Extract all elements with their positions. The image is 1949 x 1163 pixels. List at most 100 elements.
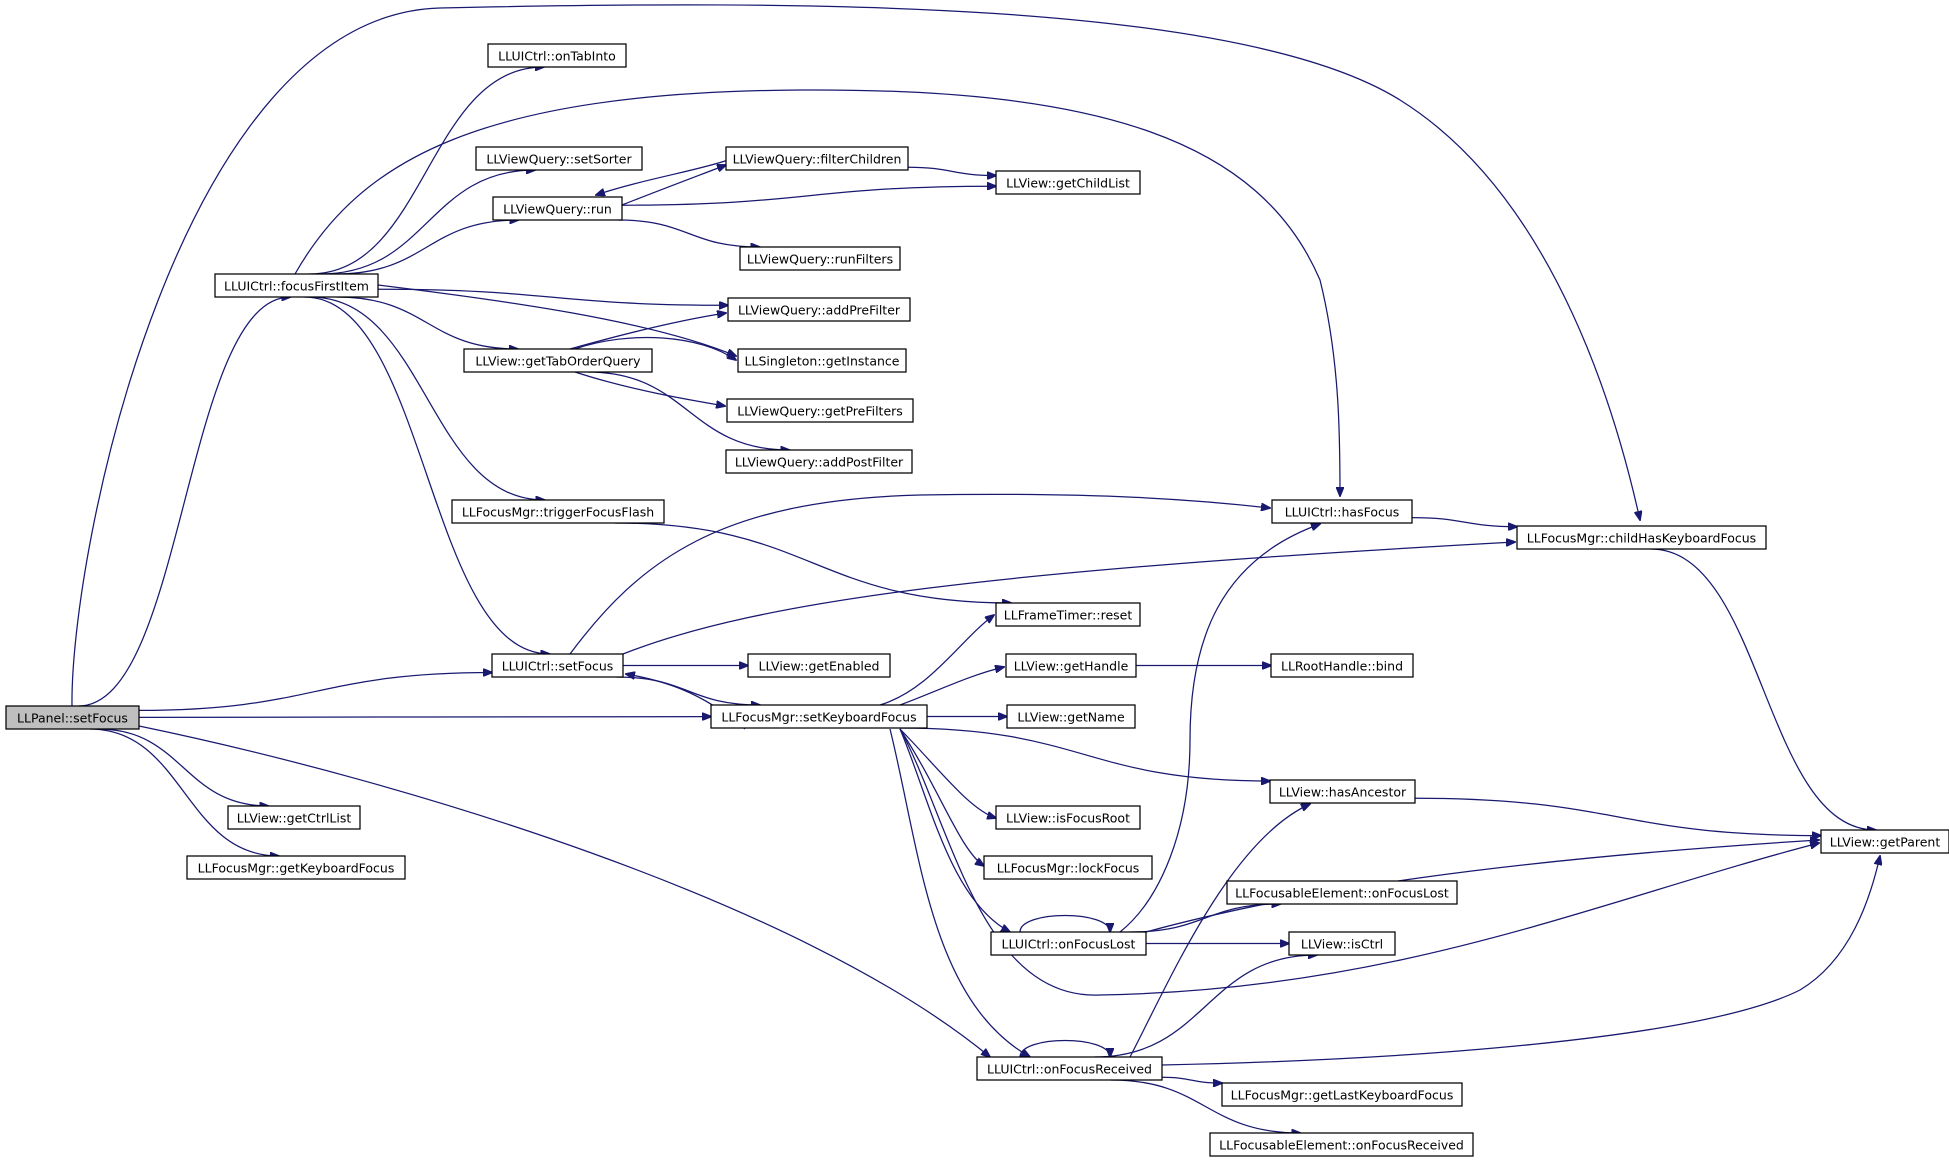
function-node-focusfirstitem[interactable]: LLUICtrl::focusFirstItem [214, 273, 379, 298]
function-node-run[interactable]: LLViewQuery::run [492, 196, 623, 221]
node-box [451, 499, 665, 524]
node-box [1271, 499, 1413, 524]
node-label: LLFocusMgr::setKeyboardFocus [721, 710, 916, 725]
function-node-getchildlist[interactable]: LLView::getChildList [995, 170, 1141, 195]
function-node-elem-onfocusreceived[interactable]: LLFocusableElement::onFocusReceived [1209, 1132, 1474, 1157]
call-edge-focusfirstitem-to-triggerfocusflash [309, 296, 545, 500]
node-label: LLSingleton::getInstance [745, 354, 900, 369]
call-edge-setfocus_panel-to-setfocus_ctrl [138, 673, 492, 712]
function-node-addprefilter[interactable]: LLViewQuery::addPreFilter [727, 297, 911, 322]
call-edge-focusfirstitem-to-run [335, 220, 519, 275]
function-node-addpostfilter[interactable]: LLViewQuery::addPostFilter [725, 449, 913, 474]
function-node-isctrl[interactable]: LLView::isCtrl [1288, 931, 1396, 956]
function-node-getparent[interactable]: LLView::getParent [1820, 829, 1949, 854]
function-node-childhaskeyboardfocus[interactable]: LLFocusMgr::childHasKeyboardFocus [1516, 525, 1767, 550]
call-edge-onfocusreceived-to-hasancestor [1129, 804, 1310, 1058]
node-label: LLViewQuery::addPreFilter [738, 303, 901, 318]
node-box [1270, 653, 1414, 678]
function-node-runfilters[interactable]: LLViewQuery::runFilters [739, 246, 901, 271]
node-box [475, 146, 643, 171]
node-box [725, 449, 913, 474]
call-edge-focusfirstitem-to-gettaborderquery [336, 296, 518, 349]
node-box [995, 170, 1141, 195]
node-label: LLView::isFocusRoot [1006, 811, 1130, 826]
call-edge-focusfirstitem-to-ontabinto [309, 67, 545, 275]
call-edge-onfocuslost-to-hasfocus [1119, 524, 1320, 933]
function-node-gethandle[interactable]: LLView::getHandle [1005, 653, 1137, 678]
function-node-triggerfocusflash[interactable]: LLFocusMgr::triggerFocusFlash [451, 499, 665, 524]
node-box [463, 348, 653, 373]
function-node-getctrllist[interactable]: LLView::getCtrlList [227, 805, 361, 830]
function-node-hasancestor[interactable]: LLView::hasAncestor [1269, 779, 1416, 804]
call-edge-setfocus_ctrl-to-childhaskeyboardfocus [622, 542, 1515, 655]
function-node-elem-onfocuslost[interactable]: LLFocusableElement::onFocusLost [1226, 880, 1458, 905]
call-edge-setfocus_ctrl-to-setkeyboardfocus [616, 676, 761, 705]
node-label: LLViewQuery::runFilters [747, 252, 893, 267]
function-node-gettaborderquery[interactable]: LLView::getTabOrderQuery [463, 348, 653, 373]
node-box [747, 653, 891, 678]
node-label: LLPanel::setFocus [17, 711, 128, 726]
node-label: LLViewQuery::addPostFilter [735, 455, 904, 470]
node-box [739, 246, 901, 271]
node-box [710, 704, 928, 729]
node-label: LLFocusMgr::lockFocus [997, 861, 1140, 876]
node-label: LLFocusableElement::onFocusReceived [1219, 1138, 1464, 1153]
function-node-lockfocus[interactable]: LLFocusMgr::lockFocus [983, 855, 1153, 880]
node-label: LLUICtrl::onFocusReceived [987, 1062, 1152, 1077]
call-edge-focusfirstitem-to-getinstance [377, 284, 736, 356]
call-edge-childhaskeyboardfocus-to-getparent [1650, 548, 1876, 830]
node-box [737, 348, 907, 373]
function-node-getenabled[interactable]: LLView::getEnabled [747, 653, 891, 678]
node-label: LLRootHandle::bind [1281, 659, 1403, 674]
node-label: LLView::getChildList [1006, 176, 1130, 191]
function-node-getkeyboardfocus[interactable]: LLFocusMgr::getKeyboardFocus [186, 855, 406, 880]
node-box [492, 196, 623, 221]
function-node-setfocus-panel[interactable]: LLPanel::setFocus [5, 705, 140, 730]
function-node-getlastkeyboardfocus[interactable]: LLFocusMgr::getLastKeyboardFocus [1221, 1082, 1463, 1107]
call-edge-hasancestor-to-getparent [1414, 797, 1821, 835]
node-label: LLUICtrl::focusFirstItem [224, 279, 369, 294]
function-node-getprefilters[interactable]: LLViewQuery::getPreFilters [726, 398, 914, 423]
node-box [227, 805, 361, 830]
function-node-bind[interactable]: LLRootHandle::bind [1270, 653, 1414, 678]
call-edge-setfocus_panel-to-setkeyboardfocus [138, 717, 711, 718]
function-node-reset[interactable]: LLFrameTimer::reset [995, 602, 1141, 627]
function-node-ontabinto[interactable]: LLUICtrl::onTabInto [487, 43, 627, 68]
node-box [1820, 829, 1949, 854]
node-label: LLUICtrl::hasFocus [1285, 505, 1400, 520]
node-label: LLUICtrl::onFocusLost [1002, 937, 1136, 952]
node-label: LLView::isCtrl [1301, 937, 1383, 952]
function-node-filterchildren[interactable]: LLViewQuery::filterChildren [725, 146, 909, 171]
function-node-getname[interactable]: LLView::getName [1006, 704, 1136, 729]
call-edge-setfocus_panel-to-focusfirstitem [78, 297, 291, 707]
call-edge-gettaborderquery-to-getinstance [574, 336, 736, 360]
node-box [1516, 525, 1767, 550]
function-node-isfocusroot[interactable]: LLView::isFocusRoot [995, 805, 1141, 830]
node-label: LLView::getEnabled [759, 659, 880, 674]
node-label: LLFocusMgr::getKeyboardFocus [198, 861, 395, 876]
call-edge-setfocus_panel-to-childhaskeyboardfocus [71, 4, 1640, 707]
call-edge-gettaborderquery-to-getprefilters [574, 371, 725, 406]
node-box [725, 146, 909, 171]
call-edge-onfocuslost-to-elem_onfocuslost [1130, 904, 1280, 933]
node-box [1005, 653, 1137, 678]
node-box [983, 855, 1153, 880]
node-label: LLView::hasAncestor [1279, 785, 1407, 800]
function-node-hasfocus[interactable]: LLUICtrl::hasFocus [1271, 499, 1413, 524]
node-label: LLView::getName [1017, 710, 1125, 725]
function-node-setfocus-ctrl[interactable]: LLUICtrl::setFocus [491, 653, 624, 678]
node-box [1288, 931, 1396, 956]
function-node-getinstance[interactable]: LLSingleton::getInstance [737, 348, 907, 373]
function-node-onfocuslost[interactable]: LLUICtrl::onFocusLost [990, 931, 1147, 956]
node-label: LLFocusMgr::getLastKeyboardFocus [1231, 1088, 1454, 1103]
call-edge-setkeyboardfocus-to-getparent [899, 728, 1819, 996]
call-edge-onfocusreceived-to-isctrl [1094, 955, 1317, 1058]
node-box [214, 273, 379, 298]
function-node-setsorter[interactable]: LLViewQuery::setSorter [475, 146, 643, 171]
call-edge-onfocusreceived-to-getparent [1161, 856, 1880, 1066]
function-node-setkeyboardfocus[interactable]: LLFocusMgr::setKeyboardFocus [710, 704, 928, 729]
call-edge-onfocusreceived-to-onfocusreceived [1019, 1039, 1110, 1058]
function-node-onfocusreceived[interactable]: LLUICtrl::onFocusReceived [976, 1056, 1163, 1081]
call-edge-setfocus_panel-to-getctrllist [97, 728, 269, 806]
node-label: LLUICtrl::setFocus [502, 659, 614, 674]
